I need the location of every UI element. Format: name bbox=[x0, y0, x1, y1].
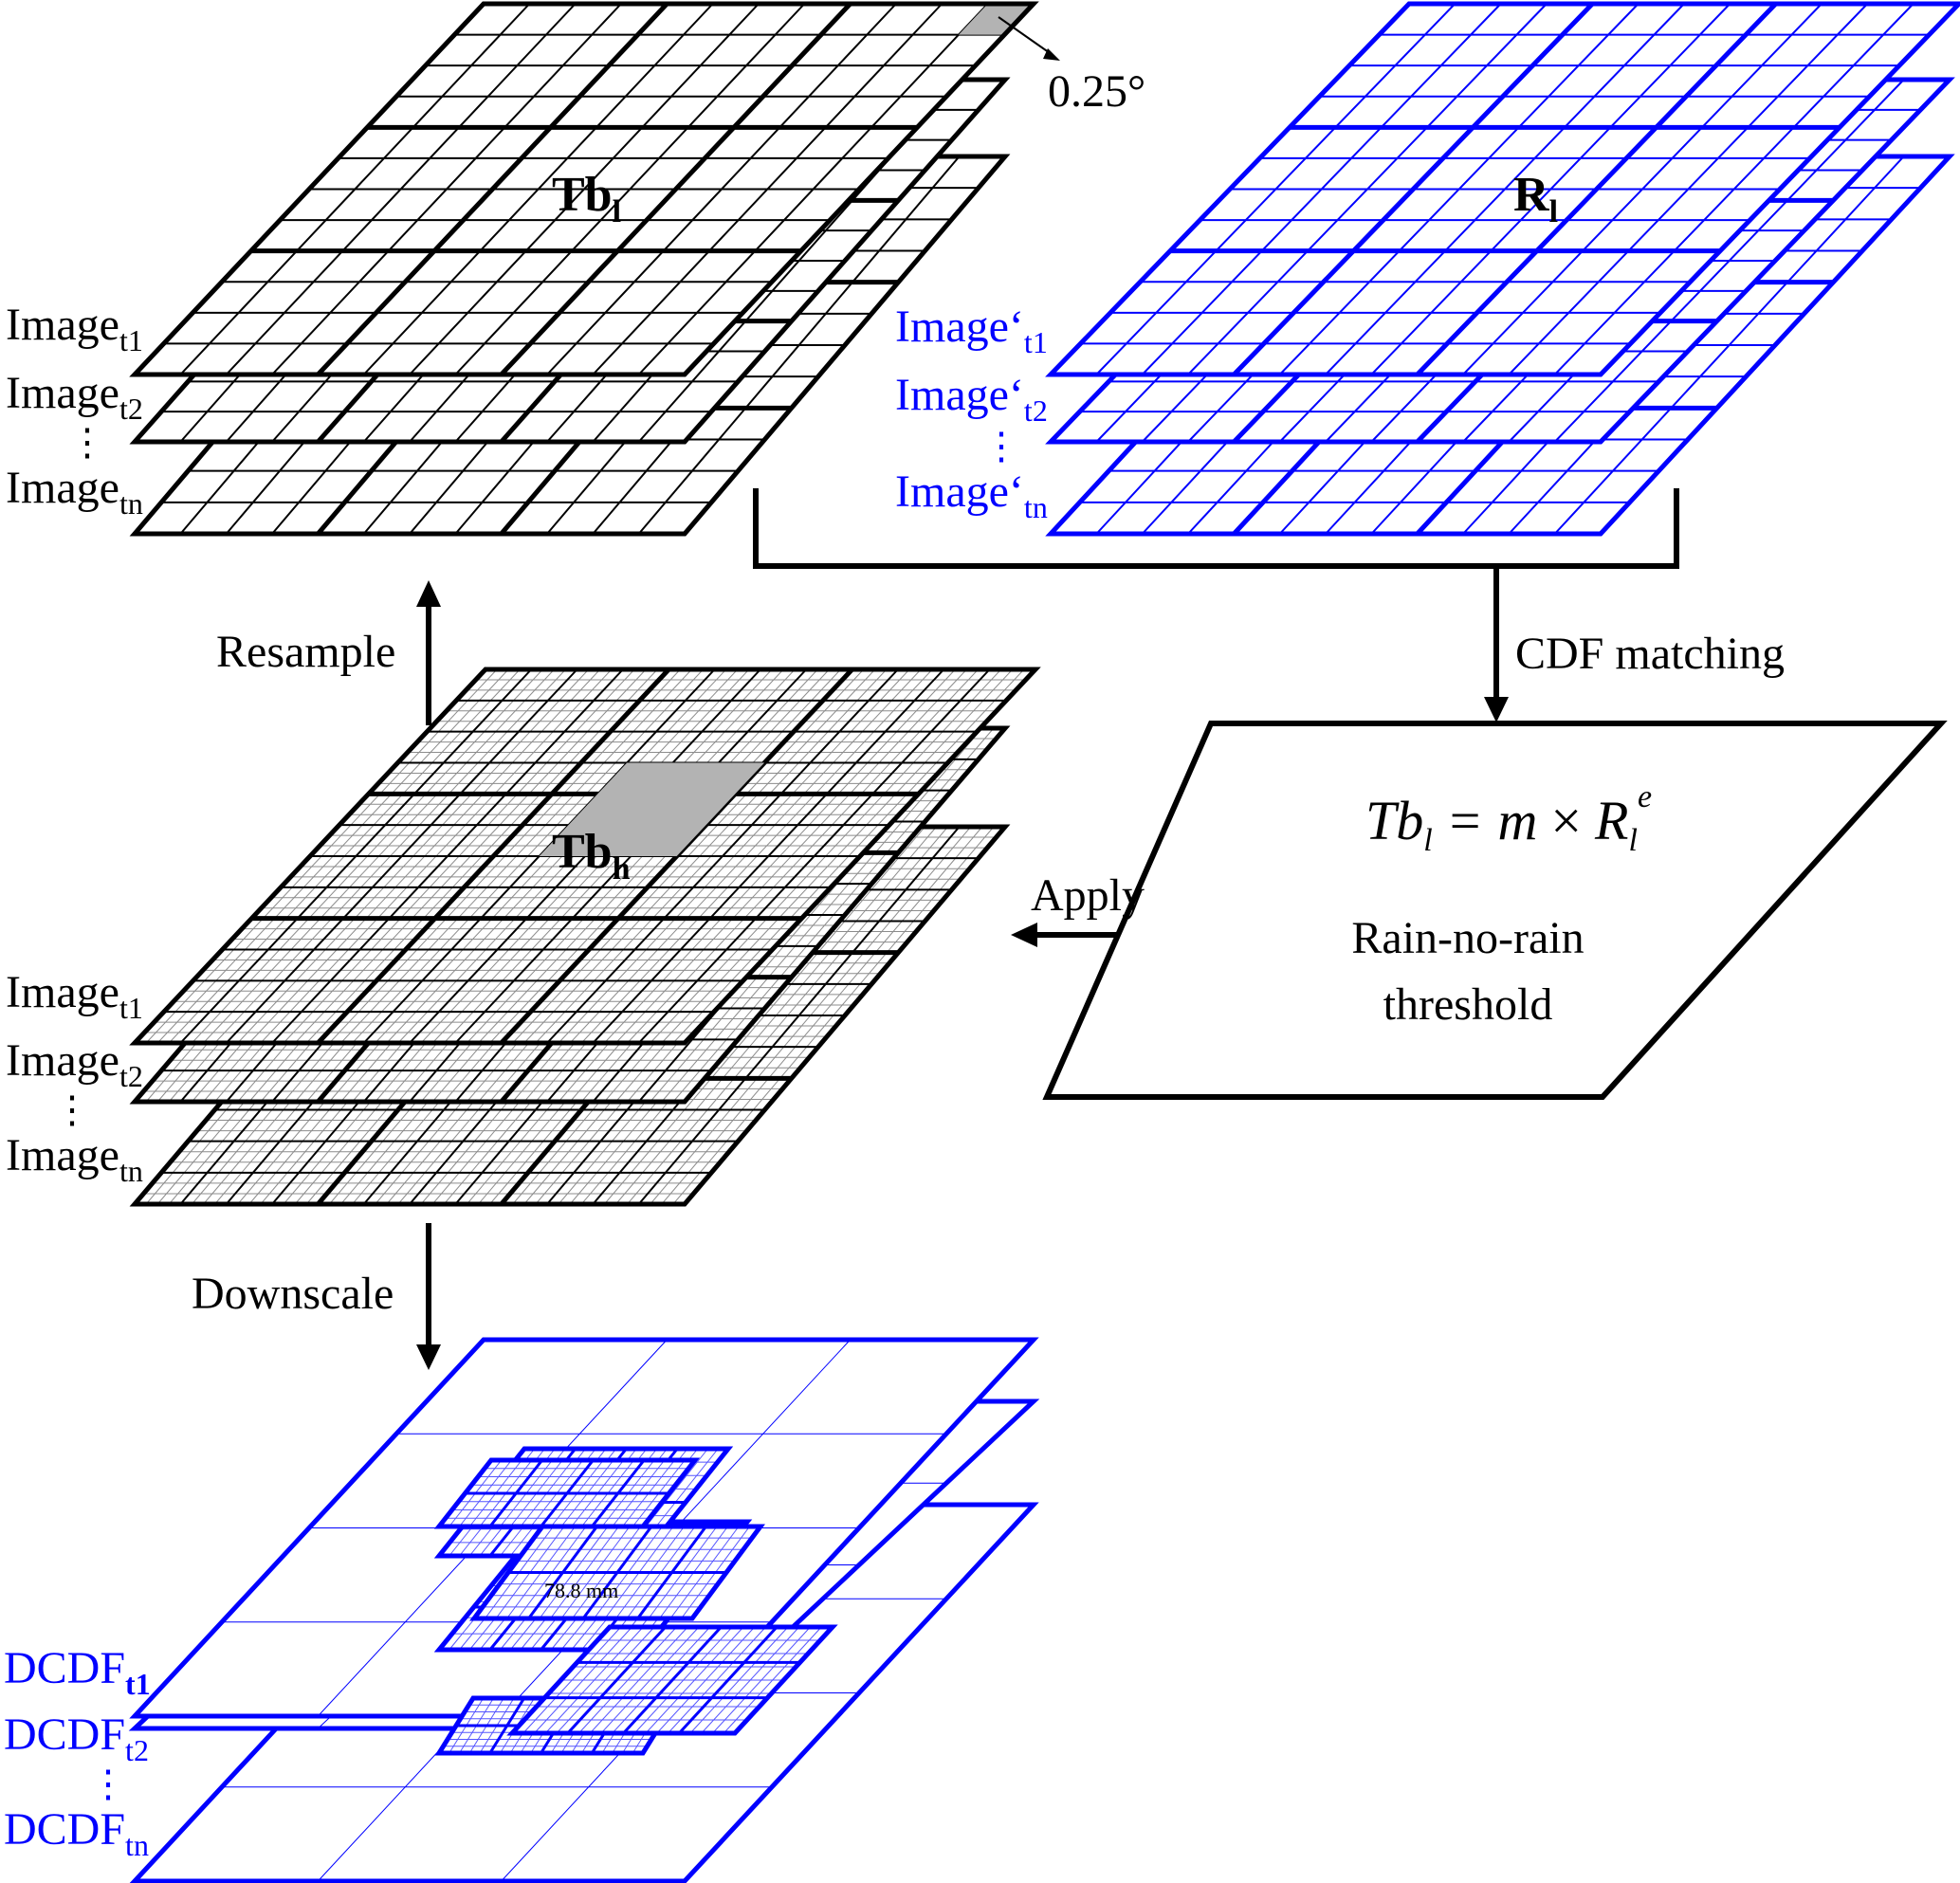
layer-border bbox=[506, 1624, 838, 1736]
dcdf-ellipsis: ⋮ bbox=[89, 1763, 127, 1805]
tr-layer-t1 bbox=[1045, 1, 1960, 377]
downscale-label: Downscale bbox=[192, 1269, 394, 1319]
mid-layer-label-t2: Imaget2 bbox=[6, 1035, 143, 1093]
layer-border bbox=[433, 1457, 701, 1529]
tr-ellipsis: ⋮ bbox=[982, 425, 1020, 467]
cdf-arrow-head bbox=[1484, 697, 1509, 722]
equation: Tbl=m×Rle bbox=[1365, 779, 1652, 858]
mid-ellipsis: ⋮ bbox=[53, 1088, 91, 1131]
r-low-title: Rl bbox=[1513, 168, 1558, 229]
threshold-line-2: threshold bbox=[1383, 979, 1553, 1030]
dcdf-label-t2: DCDFt2 bbox=[4, 1709, 149, 1767]
equation-box bbox=[1042, 721, 1948, 1100]
cell-size-annotation: 0.25° bbox=[1048, 66, 1145, 117]
apply-label: Apply bbox=[1031, 870, 1145, 921]
grid-line bbox=[566, 1625, 667, 1735]
layer-border bbox=[469, 1524, 765, 1621]
cell-size-pointer bbox=[998, 16, 1053, 56]
dcdf-stack bbox=[128, 1337, 1040, 1883]
dcdf-label-tn: DCDFtn bbox=[4, 1804, 149, 1862]
apply-arrow-head bbox=[1011, 923, 1037, 947]
tl-layer-label-tn: Imagetn bbox=[6, 463, 143, 521]
mid-layer-t1 bbox=[129, 667, 1041, 1046]
dcdf-label-t1: DCDFt1 bbox=[4, 1643, 151, 1701]
mid-layer-label-t1: Imaget1 bbox=[6, 967, 143, 1025]
tb-low-resolution-stack bbox=[129, 1, 1039, 537]
block-line bbox=[1232, 2, 1595, 376]
block-line bbox=[1415, 2, 1778, 376]
grid-line bbox=[678, 1625, 779, 1735]
layer-border bbox=[129, 1, 1039, 377]
layer-border bbox=[129, 667, 1041, 1046]
dense-patch bbox=[506, 1624, 838, 1736]
resample-arrow-head bbox=[416, 580, 441, 607]
layer-border bbox=[1045, 1, 1960, 377]
tb-high-resolution-stack bbox=[129, 667, 1041, 1207]
downscale-arrow-head bbox=[416, 1344, 441, 1370]
tr-layer-label-t2: Image‘t2 bbox=[895, 370, 1048, 428]
block-line bbox=[316, 667, 671, 1045]
highlight-cell bbox=[959, 4, 1034, 35]
tb-low-title: Tbl bbox=[552, 168, 621, 229]
cdf-matching-label: CDF matching bbox=[1515, 629, 1785, 679]
dense-patch bbox=[469, 1524, 765, 1621]
mid-layer-label-tn: Imagetn bbox=[6, 1130, 143, 1188]
dense-patch bbox=[433, 1457, 701, 1529]
tr-layer-label-t1: Image‘t1 bbox=[895, 302, 1048, 359]
tl-layer-label-t1: Imaget1 bbox=[6, 300, 143, 357]
grid-line bbox=[622, 1625, 723, 1735]
tr-layer-label-tn: Image‘tn bbox=[895, 466, 1048, 524]
tl-ellipsis: ⋮ bbox=[68, 421, 106, 464]
merge-bracket bbox=[753, 488, 1679, 569]
resample-label: Resample bbox=[216, 627, 395, 677]
block-line bbox=[499, 2, 852, 376]
threshold-line-1: Rain-no-rain bbox=[1351, 913, 1584, 963]
inner-annotation: 78.8 mm bbox=[544, 1579, 618, 1602]
tl-layer-t1 bbox=[129, 1, 1039, 377]
r-low-resolution-stack bbox=[1045, 1, 1960, 537]
highlight-cell bbox=[539, 762, 765, 856]
block-line bbox=[316, 2, 669, 376]
tl-layer-label-t2: Imaget2 bbox=[6, 368, 143, 426]
cell-size-pointer-head bbox=[1043, 48, 1060, 61]
tb-high-title: Tbh bbox=[552, 825, 631, 887]
